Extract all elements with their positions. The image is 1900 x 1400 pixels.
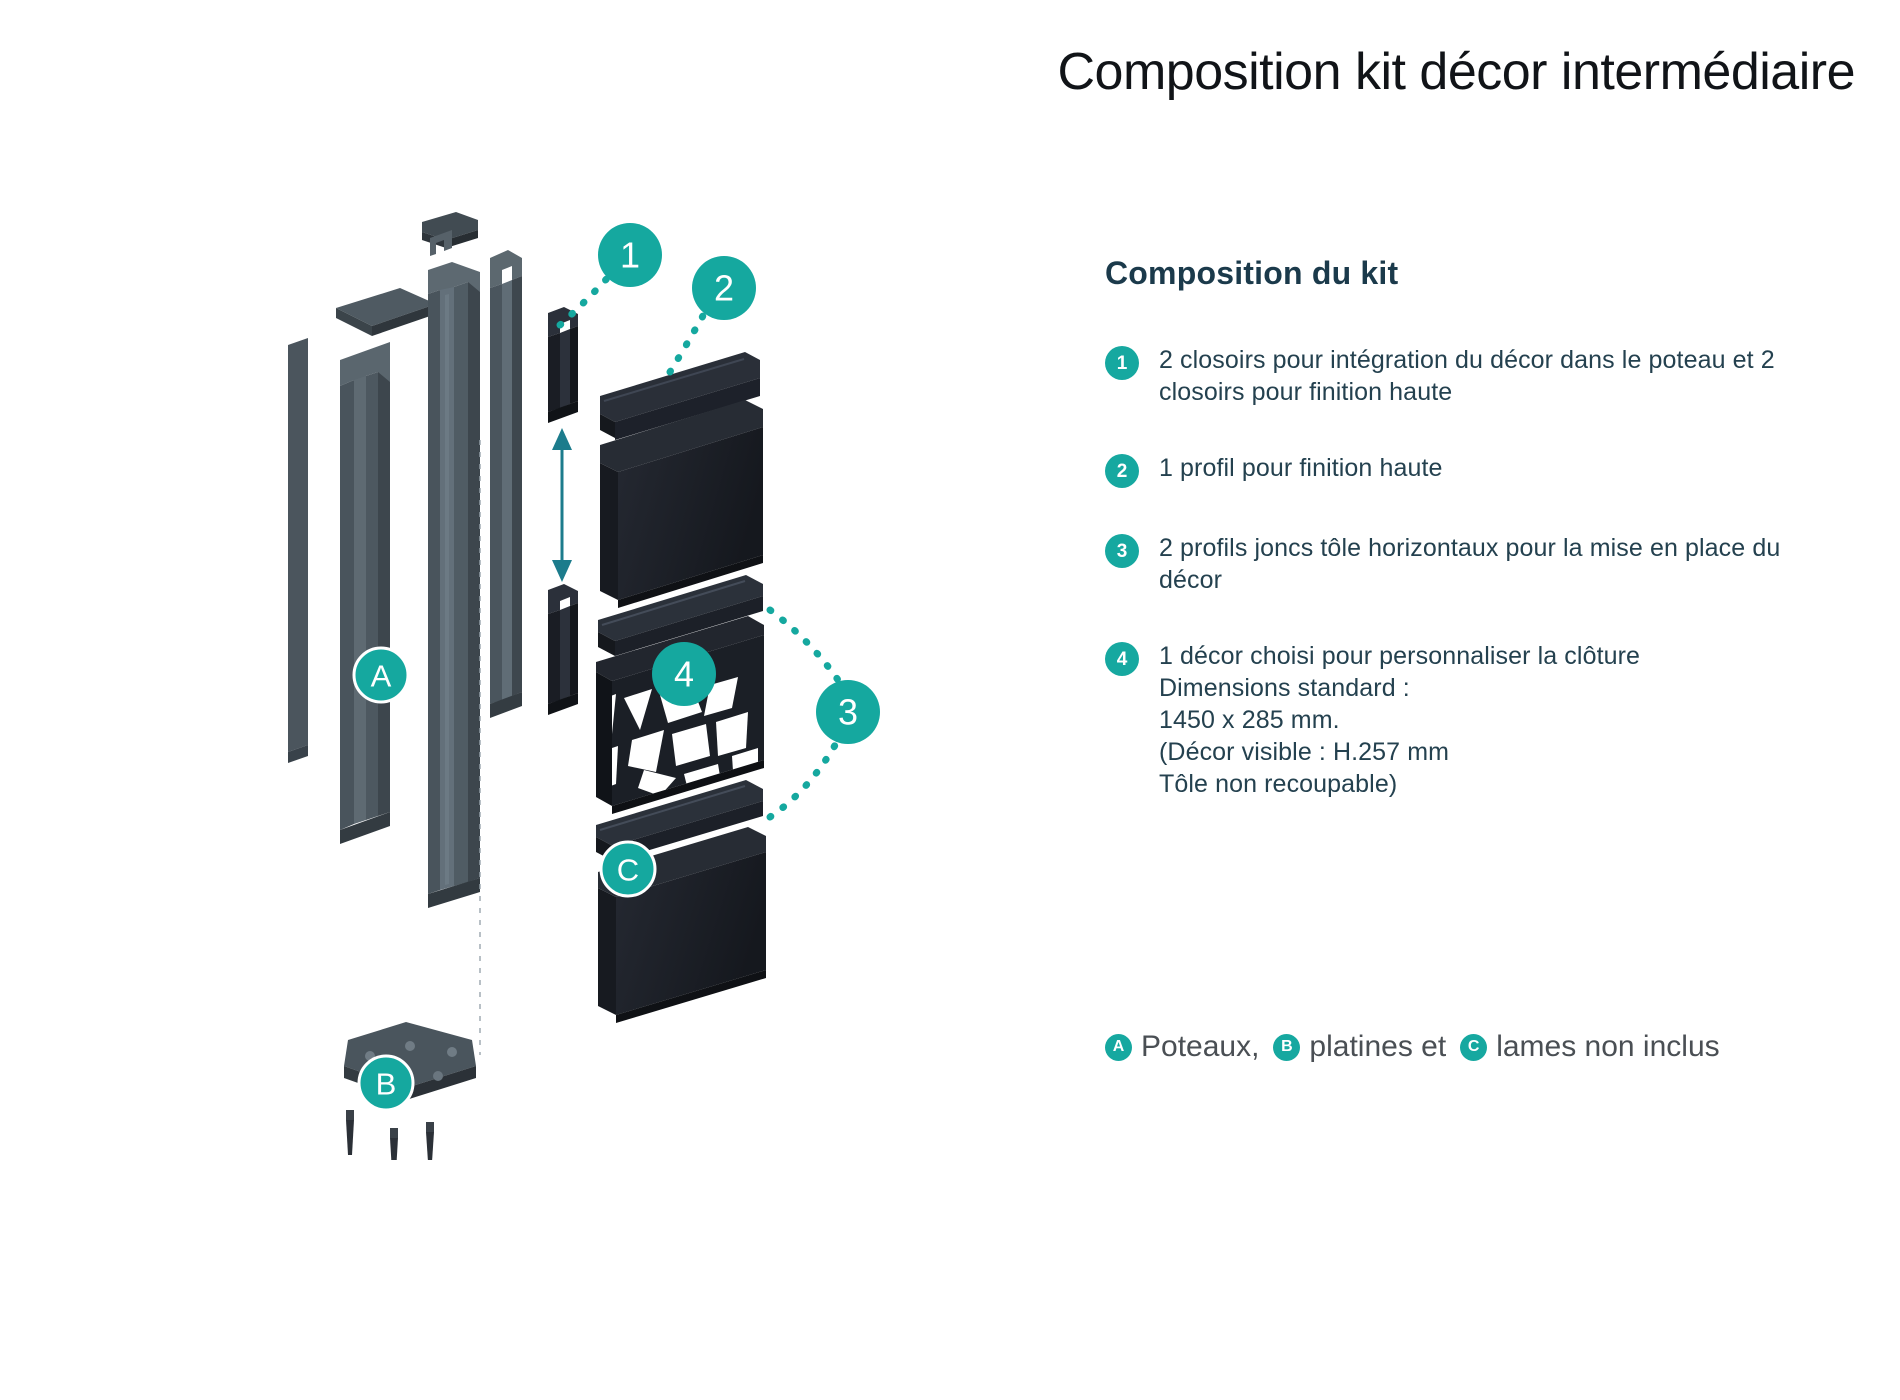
- callout-badge-A-label: A: [371, 659, 392, 694]
- callout-badge-4[interactable]: 4: [652, 642, 716, 706]
- upper-lame-panel: [600, 400, 763, 608]
- kit-item-2-badge: 2: [1105, 454, 1139, 488]
- anchor-screws: [346, 1110, 434, 1160]
- footnote-badge-c: C: [1460, 1033, 1488, 1061]
- kit-item-1-text: 2 closoirs pour intégration du décor dan…: [1159, 346, 1775, 406]
- callout-badge-3-label: 3: [838, 692, 858, 733]
- callout-badge-1-label: 1: [620, 235, 640, 276]
- footnote-label-b: platines et: [1309, 1030, 1447, 1063]
- footnote-badge-a: A: [1105, 1033, 1132, 1061]
- callout-badge-B-label: B: [376, 1067, 397, 1102]
- kit-item-4: 4 1 décor choisi pour personnaliser la c…: [1105, 640, 1845, 800]
- callout-badge-2[interactable]: 2: [692, 256, 756, 320]
- post-rear-profile: [340, 342, 390, 844]
- post-right-profile: [490, 250, 522, 718]
- callout-badge-C-label: C: [617, 853, 639, 888]
- finition-haute-profile: [600, 352, 760, 440]
- footnote-badge-b: B: [1273, 1033, 1301, 1061]
- post-inner-profile: [430, 230, 452, 256]
- exploded-diagram: 1 2 3 4 A B C: [240, 200, 900, 1160]
- callout-badge-A[interactable]: A: [352, 646, 410, 704]
- lower-lame-panel: [598, 827, 766, 1023]
- kit-item-3: 3 2 profils joncs tôle horizontaux pour …: [1105, 532, 1845, 596]
- callout-badge-1[interactable]: 1: [598, 223, 662, 287]
- callout-badge-4-label: 4: [674, 654, 694, 695]
- kit-item-1: 1 2 closoirs pour intégration du décor d…: [1105, 344, 1845, 408]
- footnote-label-c: lames non inclus: [1496, 1030, 1720, 1063]
- footnote-segment-c: C lames non inclus: [1460, 1030, 1720, 1064]
- panel-heading: Composition du kit: [1105, 255, 1399, 291]
- spacing-arrow: [552, 428, 572, 582]
- kit-item-2-text: 1 profil pour finition haute: [1159, 454, 1443, 482]
- callout-leader-3-lower: [766, 736, 842, 821]
- footnote-label-a: Poteaux,: [1141, 1030, 1260, 1063]
- jonc-profile-upper: [598, 575, 763, 656]
- kit-item-4-text: 1 décor choisi pour personnaliser la clô…: [1159, 642, 1641, 798]
- exclusions-footnote: A Poteaux, B platines et C lames non inc…: [1105, 1030, 1720, 1064]
- page-title: Composition kit décor intermédiaire: [1057, 43, 1855, 101]
- footnote-segment-b: B platines et: [1273, 1030, 1446, 1064]
- kit-composition-panel: Composition du kit 1 2 closoirs pour int…: [1105, 255, 1845, 800]
- post-top-cap: [422, 212, 478, 248]
- kit-item-3-text: 2 profils joncs tôle horizontaux pour la…: [1159, 534, 1781, 594]
- post-side-strip: [288, 338, 308, 763]
- closoir-bottom: [548, 584, 578, 715]
- callout-badge-B[interactable]: B: [357, 1054, 415, 1112]
- kit-item-4-badge: 4: [1105, 642, 1139, 676]
- kit-item-3-badge: 3: [1105, 534, 1139, 568]
- callout-badge-3[interactable]: 3: [816, 680, 880, 744]
- kit-item-1-badge: 1: [1105, 346, 1139, 380]
- kit-item-2: 2 1 profil pour finition haute: [1105, 452, 1845, 488]
- callout-leader-3-upper: [766, 606, 842, 684]
- footnote-segment-a: A Poteaux,: [1105, 1030, 1259, 1064]
- kit-item-list: 1 2 closoirs pour intégration du décor d…: [1105, 344, 1845, 800]
- callout-badge-2-label: 2: [714, 268, 734, 309]
- post-cap-plate: [336, 288, 436, 336]
- decor-lattice-panel: [596, 616, 764, 814]
- post-front-profile: [428, 262, 480, 908]
- callout-badge-C[interactable]: C: [599, 840, 657, 898]
